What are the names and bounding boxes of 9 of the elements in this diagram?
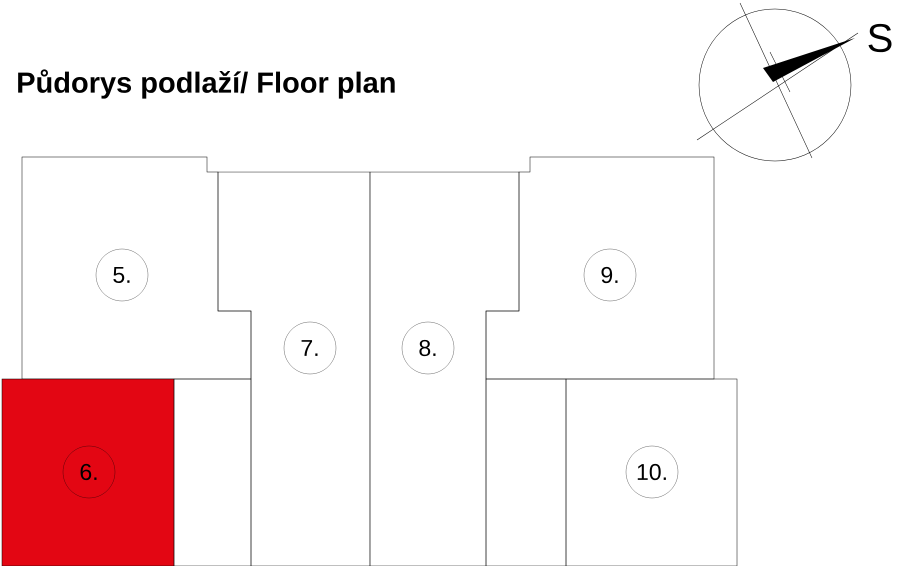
room: 7. bbox=[218, 172, 370, 566]
room: 9. bbox=[486, 156, 714, 380]
room: 8. bbox=[370, 172, 520, 566]
room bbox=[486, 378, 566, 566]
compass-letter: S bbox=[868, 24, 892, 52]
room: 10. bbox=[566, 378, 738, 566]
title: Půdorys podlaží/ Floor plan bbox=[18, 69, 395, 99]
room bbox=[174, 378, 252, 566]
room: 6. bbox=[2, 378, 174, 566]
